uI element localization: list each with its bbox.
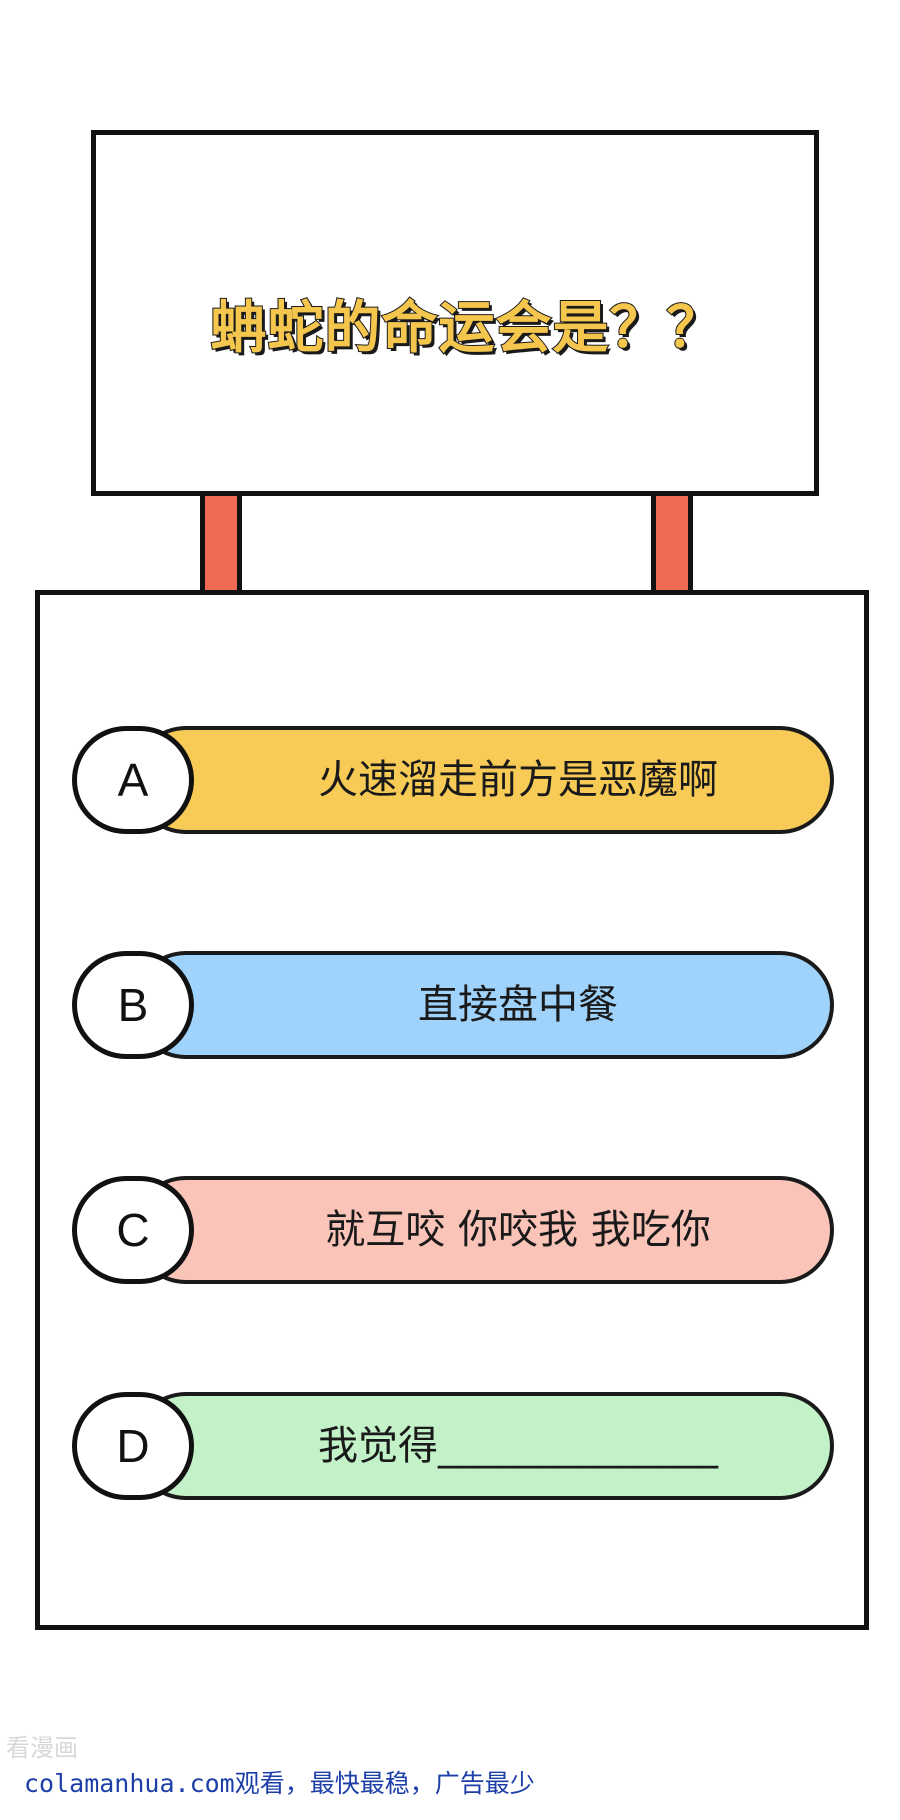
option-c[interactable]: 就互咬 你咬我 我吃你 C [72,1176,834,1284]
question-title: 蚺蛇的命运会是？？ [210,295,724,362]
option-b-pill[interactable]: 直接盘中餐 [132,951,834,1059]
option-b-text: 直接盘中餐 [418,982,618,1028]
option-a-text: 火速溜走前方是恶魔啊 [318,757,718,803]
option-d[interactable]: 我觉得______________ D [72,1392,834,1500]
option-d-pill[interactable]: 我觉得______________ [132,1392,834,1500]
site-ad-link[interactable]: colamanhua.com观看，最快最稳，广告最少 [24,1769,535,1798]
site-watermark: 看漫画 [6,1734,78,1762]
sign-post-left [200,496,242,592]
option-c-badge[interactable]: C [72,1176,194,1284]
option-c-text: 就互咬 你咬我 我吃你 [325,1207,711,1253]
option-b[interactable]: 直接盘中餐 B [72,951,834,1059]
question-sign: 蚺蛇的命运会是？？ [91,130,819,496]
option-a-badge[interactable]: A [72,726,194,834]
option-a-pill[interactable]: 火速溜走前方是恶魔啊 [132,726,834,834]
option-c-pill[interactable]: 就互咬 你咬我 我吃你 [132,1176,834,1284]
option-b-badge[interactable]: B [72,951,194,1059]
option-d-text: 我觉得______________ [318,1423,718,1469]
sign-post-right [651,496,693,592]
option-a[interactable]: 火速溜走前方是恶魔啊 A [72,726,834,834]
option-d-badge[interactable]: D [72,1392,194,1500]
